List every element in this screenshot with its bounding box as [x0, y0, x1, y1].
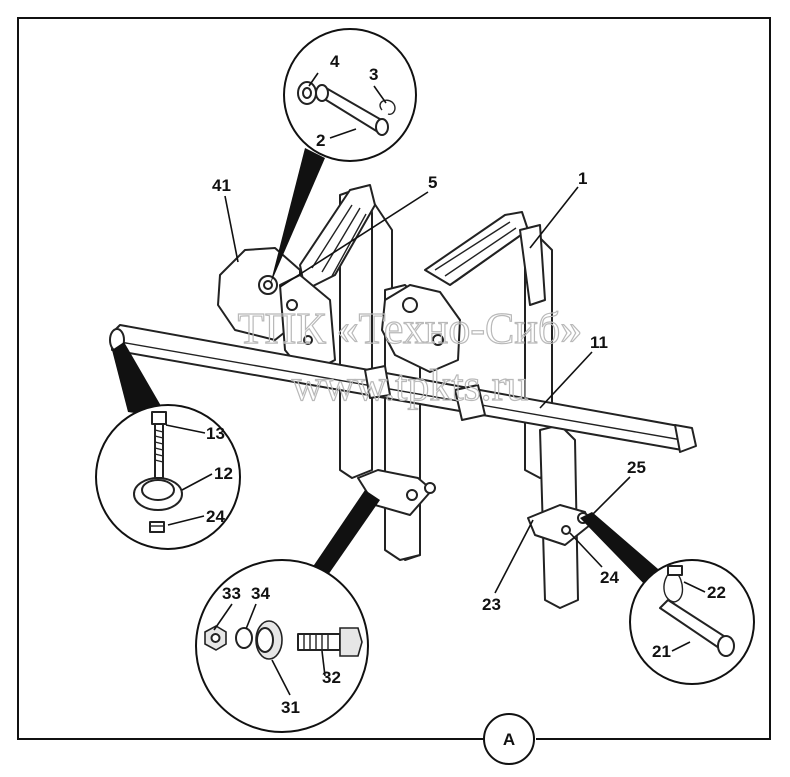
callout-12: 12 [214, 464, 233, 483]
callout-11: 11 [590, 333, 608, 352]
callout-24-left: 24 [206, 507, 225, 526]
callout-4: 4 [330, 52, 340, 71]
watermark-line-2: www.tpkts.ru [292, 361, 529, 410]
detail-lynch-pin-circle [580, 512, 755, 685]
callout-41: 41 [212, 176, 231, 195]
callout-33: 33 [222, 584, 241, 603]
diagram-frame [17, 17, 771, 740]
detail-bolt-circle [195, 490, 380, 733]
callout-1: 1 [578, 169, 587, 188]
callout-32: 32 [322, 668, 341, 687]
callout-13: 13 [206, 424, 225, 443]
leader-lines [165, 72, 706, 696]
callout-34: 34 [251, 584, 270, 603]
detail-collar-circle [95, 342, 241, 550]
view-marker-letter: A [503, 730, 515, 749]
view-marker: A [483, 713, 536, 765]
callout-25: 25 [627, 458, 646, 477]
callout-22: 22 [707, 583, 726, 602]
callout-21: 21 [652, 642, 671, 661]
callout-23: 23 [482, 595, 501, 614]
detail-pin-circle [270, 28, 417, 285]
frame-assembly [109, 184, 697, 609]
callout-2: 2 [316, 131, 325, 150]
callout-31: 31 [281, 698, 300, 717]
callout-5: 5 [428, 173, 437, 192]
watermark-line-1: ТПК «Техно-Сиб» [238, 304, 583, 353]
callout-24-right: 24 [600, 568, 619, 587]
callout-3: 3 [369, 65, 378, 84]
